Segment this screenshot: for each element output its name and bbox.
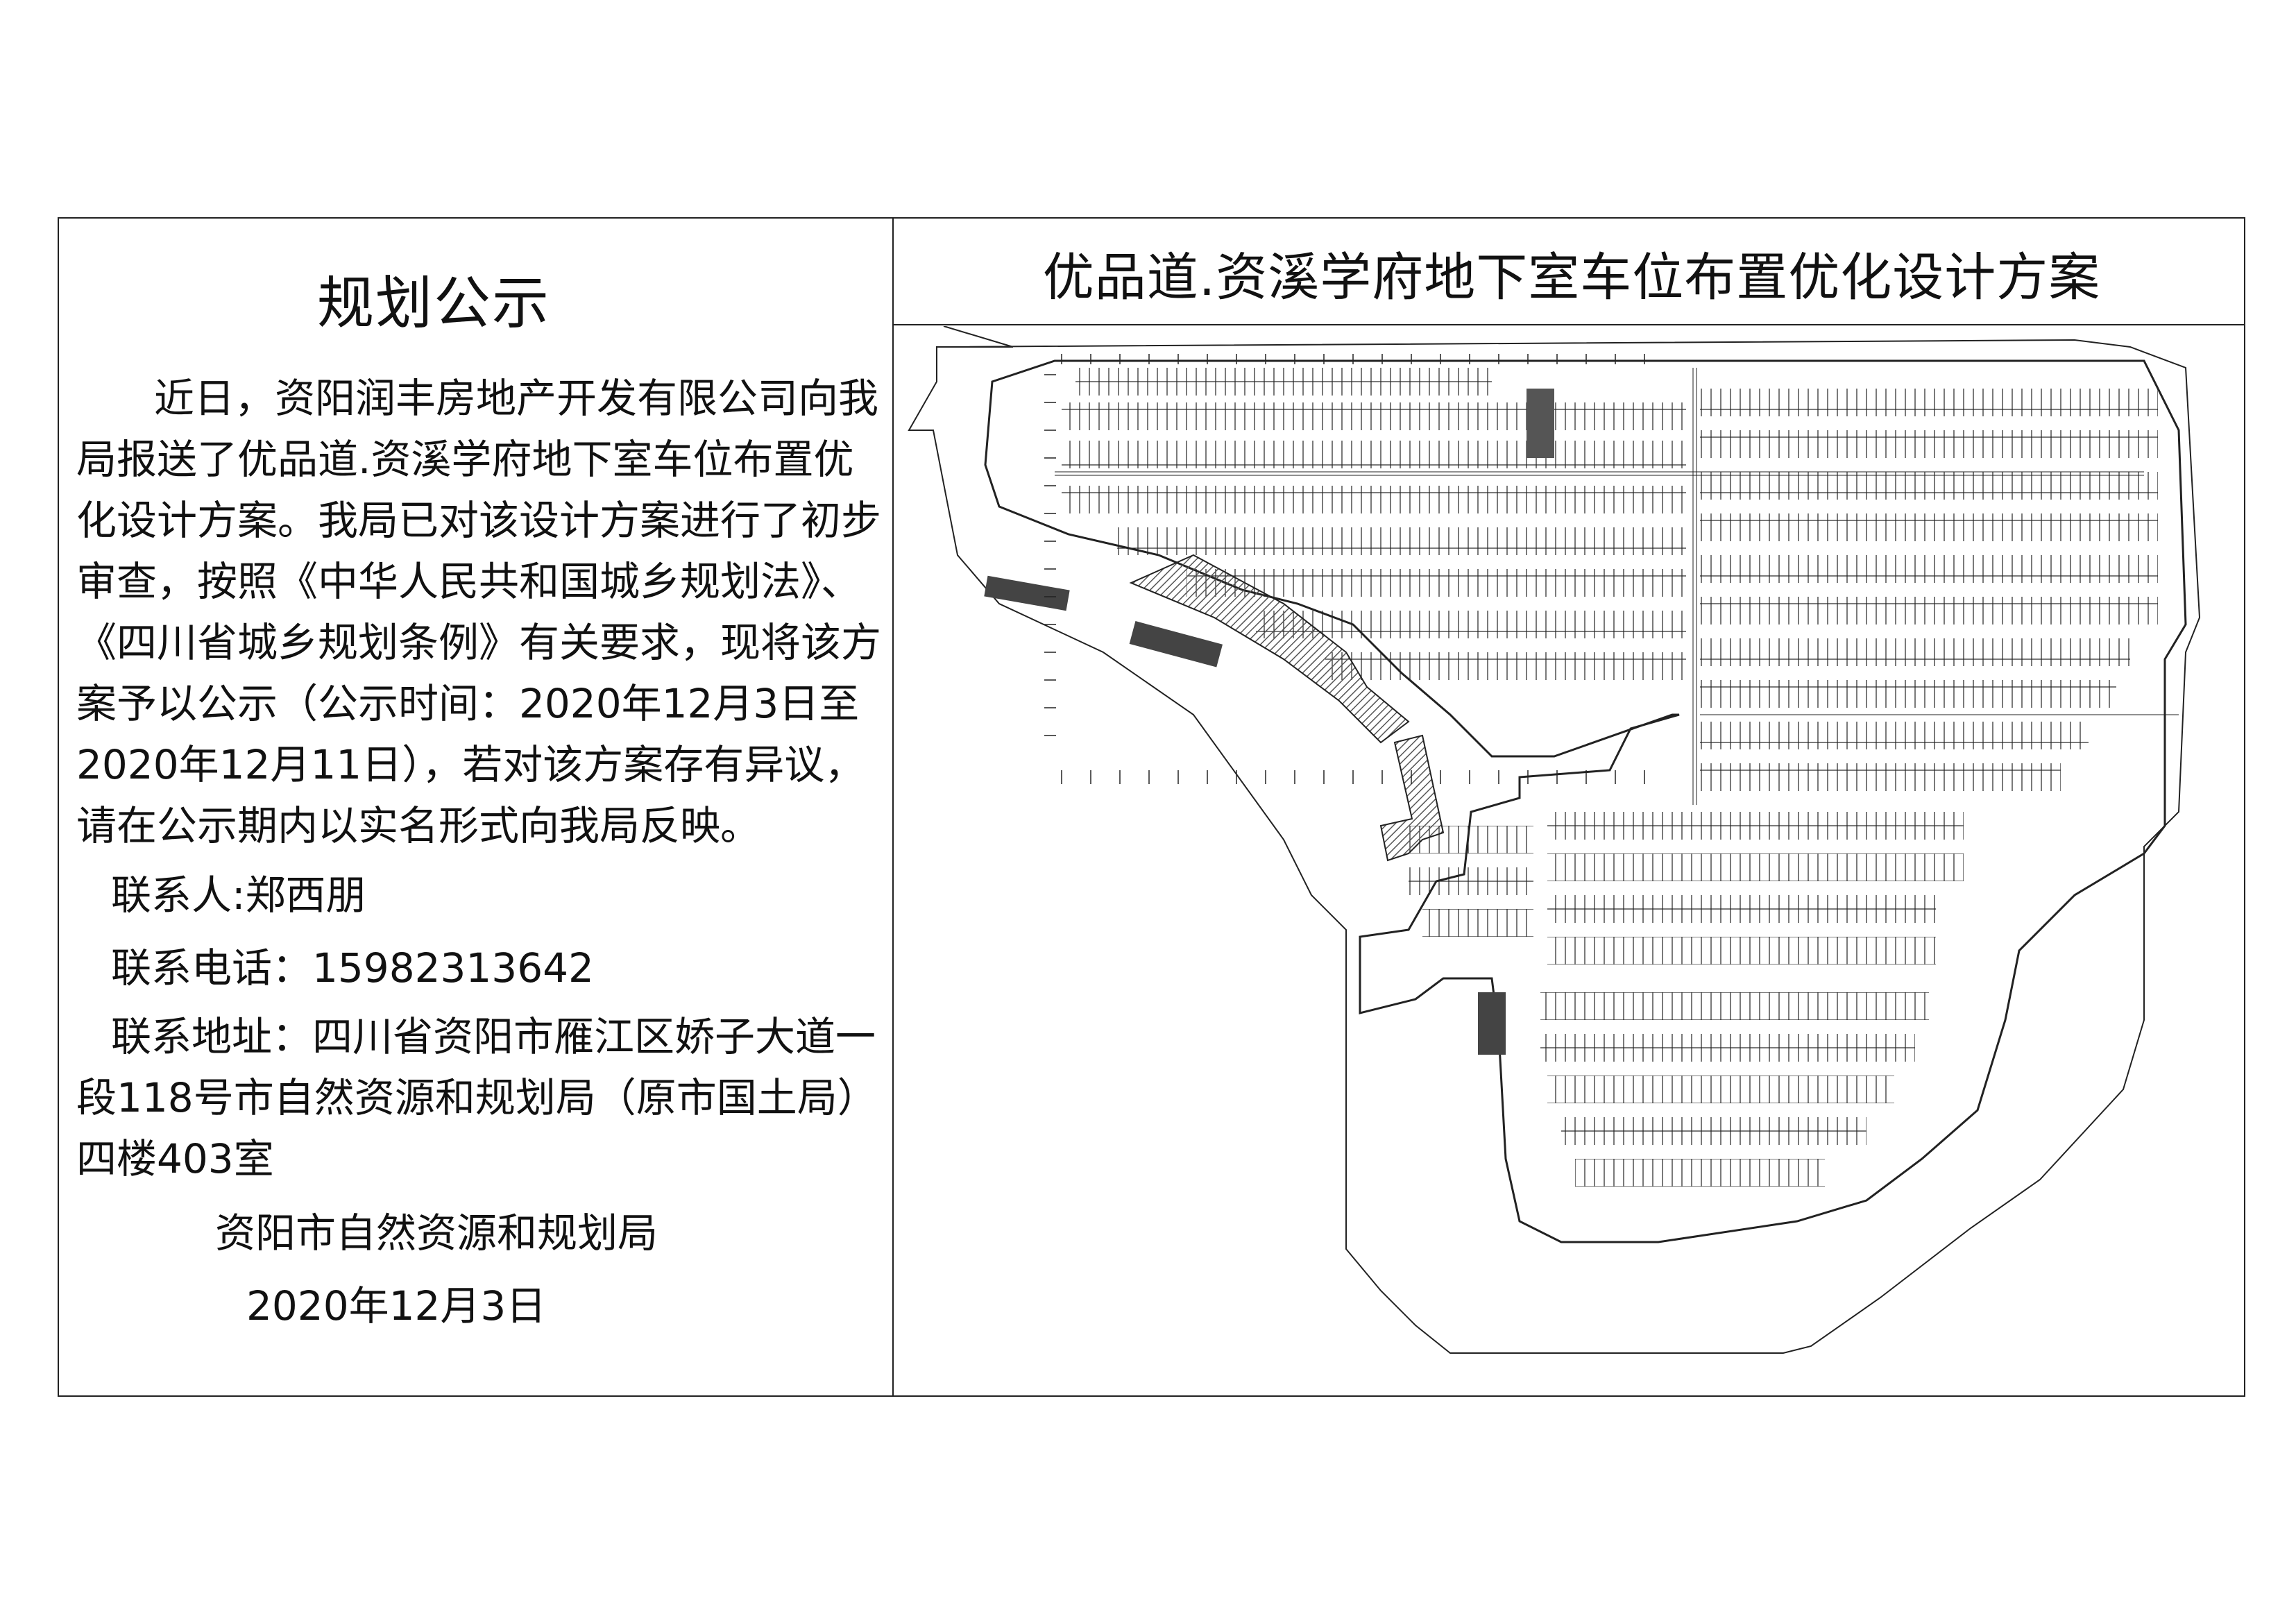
parking-rows-right xyxy=(1700,389,2158,791)
site-plan-svg xyxy=(908,325,2201,1354)
notice-body: 近日，资阳润丰房地产开发有限公司向我局报送了优品道.资溪学府地下室车位布置优化设… xyxy=(76,368,888,856)
contact-address: 联系地址：四川省资阳市雁江区娇子大道一段118号市自然资源和规划局（原市国土局）… xyxy=(76,1013,878,1182)
site-plan-drawing xyxy=(895,325,2244,1395)
dark-block-4 xyxy=(1478,992,1506,1055)
ramp-curved xyxy=(1129,554,1410,744)
plan-title-rule xyxy=(892,324,2245,325)
dark-block-1 xyxy=(984,575,1070,611)
dark-block-2 xyxy=(1129,621,1223,668)
ramp-straight xyxy=(1379,734,1445,862)
dimension-ticks xyxy=(1044,354,1645,784)
drive-aisles xyxy=(1055,368,2179,805)
parking-rows-lower xyxy=(1409,812,1964,1187)
signature-date: 2020年12月3日 xyxy=(246,1282,547,1329)
dark-block-3 xyxy=(1527,389,1554,458)
contact-person: 联系人:郑西朋 xyxy=(111,872,366,919)
column-divider xyxy=(892,217,894,1397)
notice-paragraph: 近日，资阳润丰房地产开发有限公司向我局报送了优品道.资溪学府地下室车位布置优化设… xyxy=(76,375,882,849)
notice-frame xyxy=(58,217,2245,1397)
contact-phone: 联系电话：15982313642 xyxy=(111,944,594,992)
signature-org: 资阳市自然资源和规划局 xyxy=(215,1209,658,1257)
parking-rows-upper xyxy=(1062,368,1686,680)
plan-title: 优品道.资溪学府地下室车位布置优化设计方案 xyxy=(1042,248,2101,307)
notice-title: 规划公示 xyxy=(316,271,550,337)
